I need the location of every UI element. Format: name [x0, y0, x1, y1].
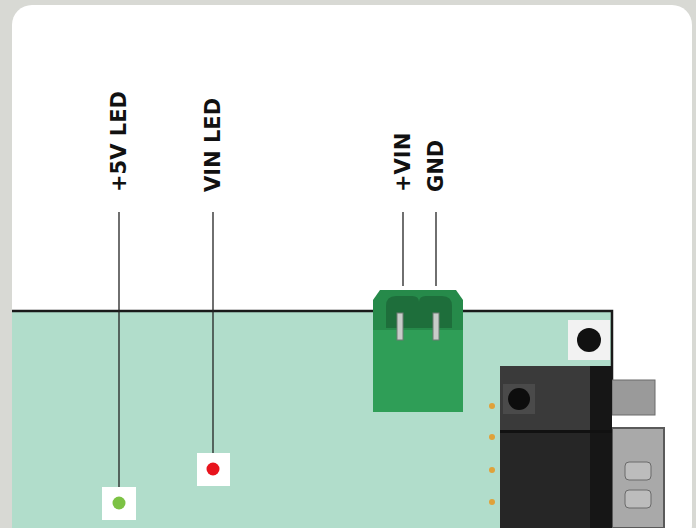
terminal-socket	[386, 296, 452, 328]
led-label: VIN LED	[200, 98, 226, 192]
connector-shell	[612, 428, 664, 528]
led-label: +5V LED	[106, 91, 132, 192]
connector-slot	[625, 490, 651, 508]
led-pad	[102, 487, 136, 520]
terminal-pin	[433, 313, 439, 340]
terminal-label: GND	[423, 140, 449, 192]
connector-body	[500, 366, 612, 528]
panel	[12, 5, 692, 528]
connector-hole	[508, 388, 530, 410]
mounting-hole	[577, 328, 601, 352]
connector-pad	[503, 384, 535, 414]
terminal-label: +VIN	[390, 133, 416, 192]
connector-screw	[612, 380, 655, 415]
connector-side	[590, 366, 612, 528]
connector-pins	[489, 403, 495, 505]
mounting-pad	[568, 320, 610, 360]
connector-seam	[500, 430, 612, 433]
terminal-top	[373, 290, 463, 330]
circuit-board	[12, 311, 612, 528]
red-led	[207, 463, 220, 476]
terminal-pin	[397, 313, 403, 340]
green-led	[113, 497, 126, 510]
connector-screw-edge	[612, 380, 655, 415]
connector-shell-edge	[612, 428, 664, 528]
led-pad	[197, 453, 230, 486]
connector-slot	[625, 462, 651, 480]
connector-flange	[500, 366, 605, 430]
